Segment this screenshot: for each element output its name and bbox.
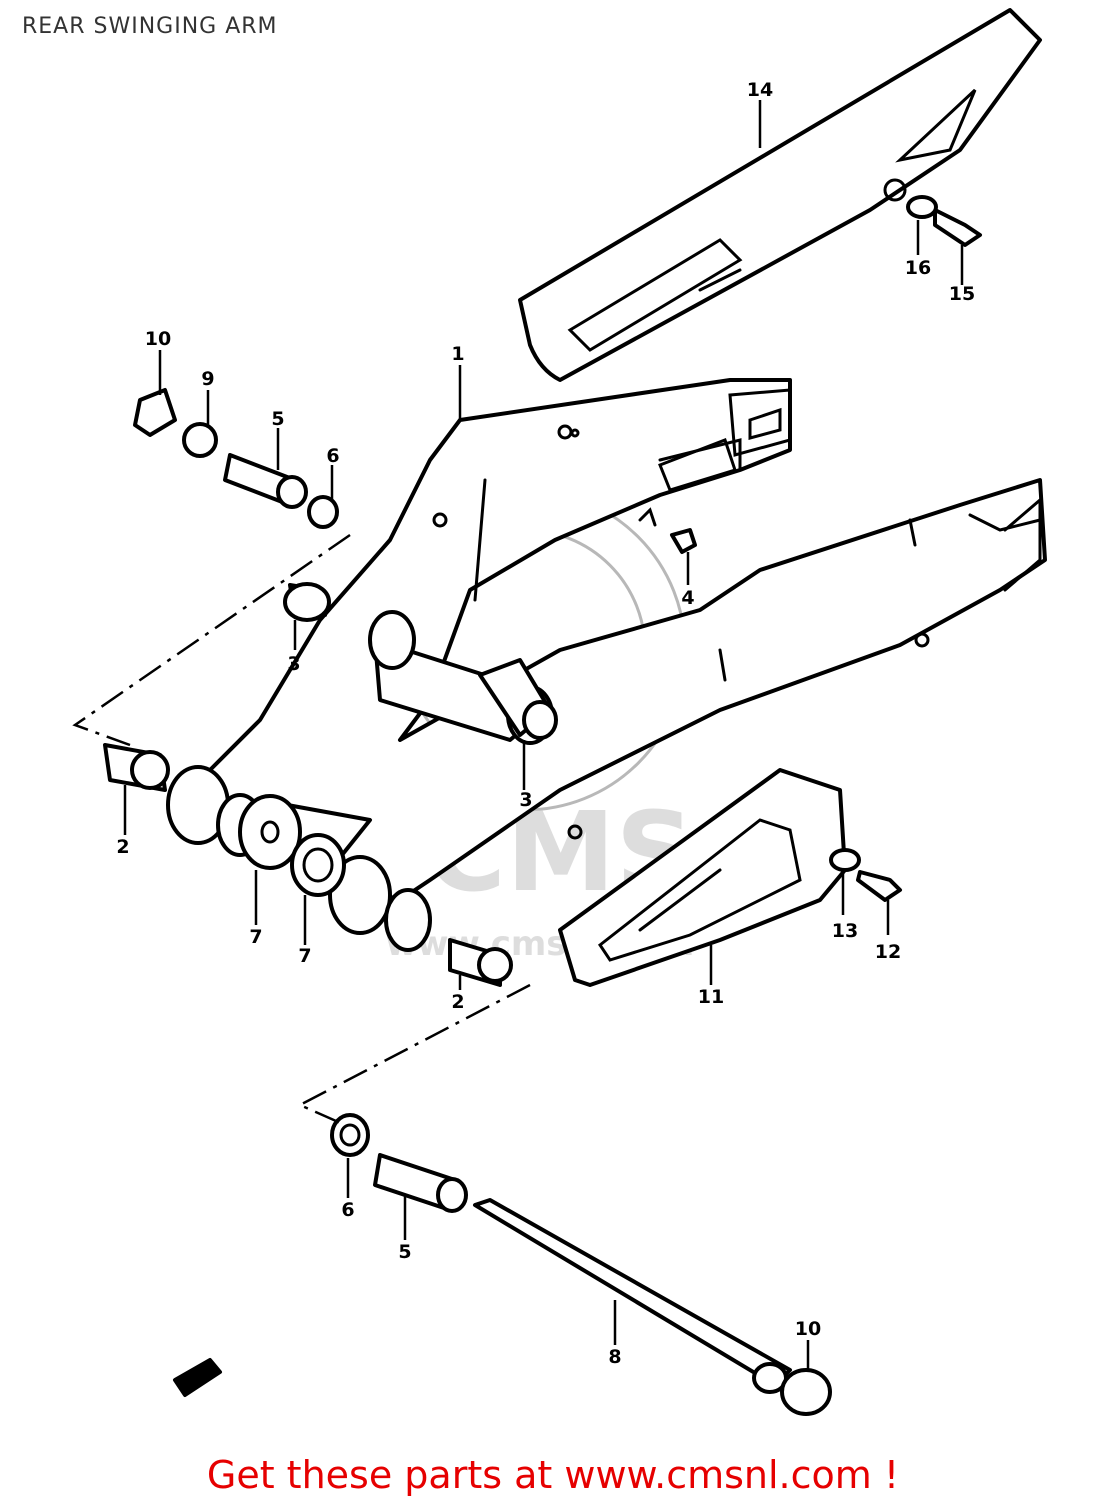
callout-numbers: 1 2 2 3 3 4 5 5 6 6 7 7 8 9 10 10 11 12 … bbox=[116, 79, 975, 1368]
part-spacer-5-upper bbox=[223, 453, 308, 509]
part-nut-10-lower bbox=[780, 1368, 832, 1416]
part-bush-2-right bbox=[448, 938, 513, 987]
part-washer-13 bbox=[829, 848, 861, 872]
callout-2b: 2 bbox=[451, 991, 464, 1013]
callout-1: 1 bbox=[451, 343, 464, 365]
front-arrow-mark bbox=[173, 1358, 222, 1397]
part-cap-9 bbox=[182, 422, 218, 458]
callout-5a: 5 bbox=[271, 408, 284, 430]
callout-14: 14 bbox=[747, 79, 773, 101]
callout-4: 4 bbox=[681, 587, 694, 609]
callout-6b: 6 bbox=[341, 1199, 354, 1221]
part-nut-10-upper bbox=[133, 388, 177, 437]
part-bush-2-left bbox=[103, 743, 170, 792]
part-seal-6-lower bbox=[330, 1113, 370, 1157]
part-washer-7-a bbox=[238, 794, 302, 870]
part-bearing-3-right bbox=[522, 700, 558, 740]
part-washer-7-b bbox=[290, 833, 346, 897]
callout-2a: 2 bbox=[116, 836, 129, 858]
callout-7a: 7 bbox=[249, 926, 262, 948]
part-spacer-5-lower bbox=[373, 1153, 468, 1213]
part-chain-case-lower bbox=[558, 768, 847, 987]
callout-6a: 6 bbox=[326, 445, 339, 467]
callout-16: 16 bbox=[905, 257, 931, 279]
part-bearing-3-left bbox=[283, 582, 331, 622]
callout-10a: 10 bbox=[145, 328, 171, 350]
callout-5b: 5 bbox=[398, 1241, 411, 1263]
callout-13: 13 bbox=[832, 920, 858, 942]
callout-3a: 3 bbox=[287, 653, 300, 675]
part-bolt-12 bbox=[856, 870, 902, 902]
callout-15: 15 bbox=[949, 283, 975, 305]
callout-11: 11 bbox=[698, 986, 724, 1008]
part-bolt-15 bbox=[933, 208, 982, 247]
alignment-lines bbox=[72, 533, 531, 1127]
callout-7b: 7 bbox=[298, 945, 311, 967]
part-cap bbox=[670, 528, 697, 554]
callout-12: 12 bbox=[875, 941, 901, 963]
part-washer-16 bbox=[906, 195, 938, 219]
callout-10b: 10 bbox=[795, 1318, 821, 1340]
callout-9: 9 bbox=[201, 368, 214, 390]
part-chain-case-upper bbox=[518, 8, 1042, 382]
page-title: REAR SWINGING ARM bbox=[22, 14, 278, 39]
parts-link-banner[interactable]: Get these parts at www.cmsnl.com ! bbox=[206, 1453, 900, 1497]
callout-8: 8 bbox=[608, 1346, 621, 1368]
callout-3b: 3 bbox=[519, 789, 532, 811]
part-seal-6-upper bbox=[307, 495, 339, 529]
callout-leaders bbox=[123, 100, 964, 1370]
part-axle-8 bbox=[473, 1198, 792, 1394]
